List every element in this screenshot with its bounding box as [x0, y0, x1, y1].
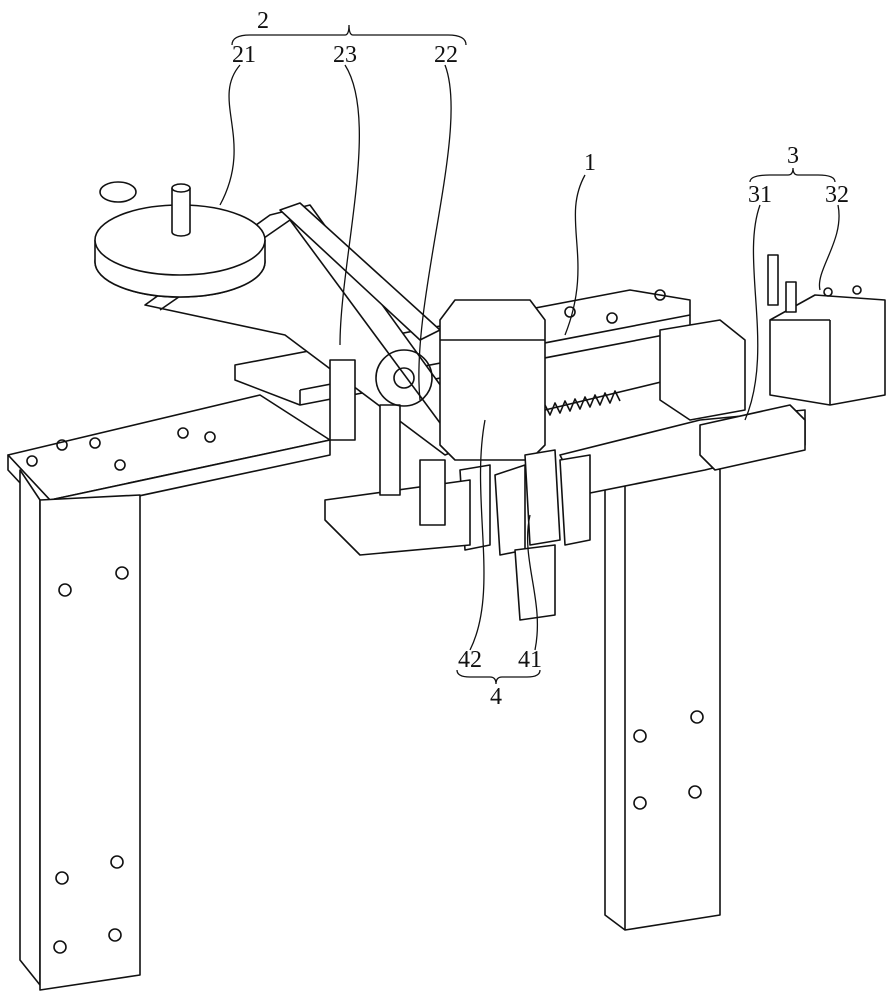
- right-leg: [605, 455, 720, 930]
- label-21: 21: [232, 42, 256, 68]
- label-23: 23: [333, 42, 357, 68]
- label-32: 32: [825, 182, 849, 208]
- motor-42: [440, 300, 545, 460]
- label-41: 41: [518, 647, 542, 673]
- pulley: [95, 182, 265, 297]
- leader-31: [745, 205, 760, 420]
- label-42: 42: [458, 647, 482, 673]
- label-2: 2: [257, 8, 269, 34]
- label-3: 3: [787, 143, 799, 169]
- leader-32: [819, 205, 839, 290]
- label-31: 31: [748, 182, 772, 208]
- leader-21: [220, 65, 240, 205]
- left-frame: [8, 395, 330, 990]
- label-1: 1: [584, 150, 596, 176]
- brace-3: [750, 168, 835, 182]
- motor-32: [768, 255, 885, 405]
- label-22: 22: [434, 42, 458, 68]
- label-4: 4: [490, 684, 502, 710]
